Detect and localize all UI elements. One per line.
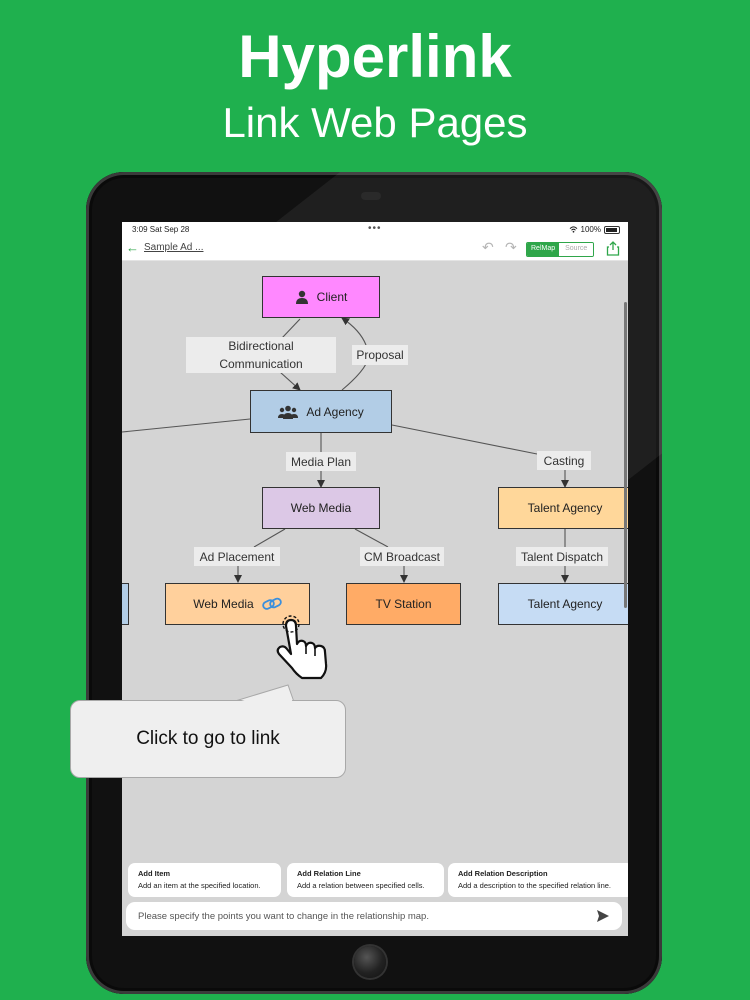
share-icon[interactable] — [606, 241, 620, 256]
suggestion-title: Add Item — [138, 869, 171, 878]
vertical-scrollbar[interactable] — [624, 302, 627, 608]
multitask-dots[interactable]: ••• — [368, 223, 382, 234]
line-client-to-bidirectional — [281, 318, 301, 339]
callout-bubble: Click to go to link — [70, 700, 346, 778]
home-button[interactable] — [354, 946, 386, 978]
link-icon[interactable] — [262, 597, 282, 611]
relation-media-plan[interactable]: Media Plan — [286, 452, 356, 471]
line-proposal-to-client — [341, 317, 367, 346]
node-talent-agency-bottom[interactable]: Talent Agency — [498, 583, 628, 625]
node-web-media-link-label: Web Media — [193, 597, 254, 611]
callout-text: Click to go to link — [136, 728, 280, 749]
line-adagency-to-casting — [391, 424, 538, 455]
node-talent-agency-top[interactable]: Talent Agency — [498, 487, 628, 529]
suggestion-title: Add Relation Line — [297, 869, 361, 878]
status-time: 3:09 Sat Sep 28 — [132, 225, 190, 234]
suggestion-add-relation-description[interactable]: Add Relation Description Add a descripti… — [448, 863, 628, 897]
tab-source[interactable]: Source — [559, 243, 594, 256]
relation-bidirectional[interactable]: Bidirectional Communication — [186, 337, 336, 373]
node-talent-agency-bottom-label: Talent Agency — [527, 597, 603, 611]
person-icon — [295, 290, 308, 304]
suggestion-desc: Add a relation between specified cells. — [297, 881, 425, 890]
node-tv-station-label: TV Station — [375, 597, 432, 611]
suggestion-title: Add Relation Description — [458, 869, 548, 878]
line-webmedia-to-adplacement — [253, 528, 286, 548]
relation-cm-broadcast[interactable]: CM Broadcast — [360, 547, 444, 566]
wifi-icon — [569, 226, 577, 233]
line-webmedia-to-cmbroadcast — [354, 528, 389, 548]
callout-tail-cover — [233, 687, 293, 704]
tap-hand-icon — [276, 615, 328, 680]
node-talent-agency-top-label: Talent Agency — [527, 501, 603, 515]
node-web-media-top-label: Web Media — [290, 501, 352, 515]
undo-icon[interactable]: ↶ — [482, 239, 494, 255]
redo-icon[interactable]: ↷ — [505, 239, 517, 255]
node-client-label: Client — [316, 290, 348, 304]
line-left-offscreen — [122, 418, 251, 433]
node-partial-left[interactable] — [122, 583, 129, 625]
status-right: 100% — [569, 225, 620, 234]
line-adagency-to-proposal — [341, 363, 367, 391]
nav-bar: ← Sample Ad ... ↶ ↷ RelMap Source — [122, 238, 628, 261]
document-title[interactable]: Sample Ad ... — [144, 242, 204, 253]
send-icon[interactable] — [596, 909, 610, 923]
group-icon — [278, 405, 299, 419]
status-bar: 3:09 Sat Sep 28 ••• 100% — [122, 222, 628, 238]
relation-talent-dispatch[interactable]: Talent Dispatch — [516, 547, 608, 566]
prompt-input[interactable]: Please specify the points you want to ch… — [126, 902, 622, 930]
tablet-camera — [361, 192, 381, 200]
relation-casting[interactable]: Casting — [537, 451, 591, 470]
headline-subtitle: Link Web Pages — [222, 99, 528, 146]
node-ad-agency[interactable]: Ad Agency — [250, 390, 392, 433]
node-client[interactable]: Client — [262, 276, 380, 318]
headline-title: Hyperlink — [238, 23, 512, 90]
back-arrow-icon[interactable]: ← — [126, 240, 139, 255]
node-ad-agency-label: Ad Agency — [306, 404, 364, 419]
line-bidirectional-to-adagency — [279, 371, 301, 391]
relation-proposal[interactable]: Proposal — [352, 345, 408, 365]
app-screen: 3:09 Sat Sep 28 ••• 100% ← Sample Ad ...… — [122, 222, 628, 936]
suggestion-desc: Add a description to the specified relat… — [458, 881, 612, 890]
suggestion-add-item[interactable]: Add Item Add an item at the specified lo… — [128, 863, 281, 897]
tab-relmap[interactable]: RelMap — [527, 243, 560, 256]
suggestion-desc: Add an item at the specified location. — [138, 881, 261, 890]
relationship-map-canvas[interactable]: Client Ad Agency Web Media Talent Agency… — [122, 260, 628, 860]
suggestion-add-relation-line[interactable]: Add Relation Line Add a relation between… — [287, 863, 444, 897]
relation-ad-placement[interactable]: Ad Placement — [194, 547, 280, 566]
node-tv-station[interactable]: TV Station — [346, 583, 461, 625]
node-web-media-top[interactable]: Web Media — [262, 487, 380, 529]
prompt-placeholder[interactable]: Please specify the points you want to ch… — [138, 910, 429, 922]
suggestion-row: Add Item Add an item at the specified lo… — [128, 863, 628, 897]
battery-percent: 100% — [580, 225, 601, 234]
view-toggle: RelMap Source — [526, 242, 595, 257]
relation-lines — [122, 317, 569, 583]
battery-icon — [604, 225, 620, 234]
